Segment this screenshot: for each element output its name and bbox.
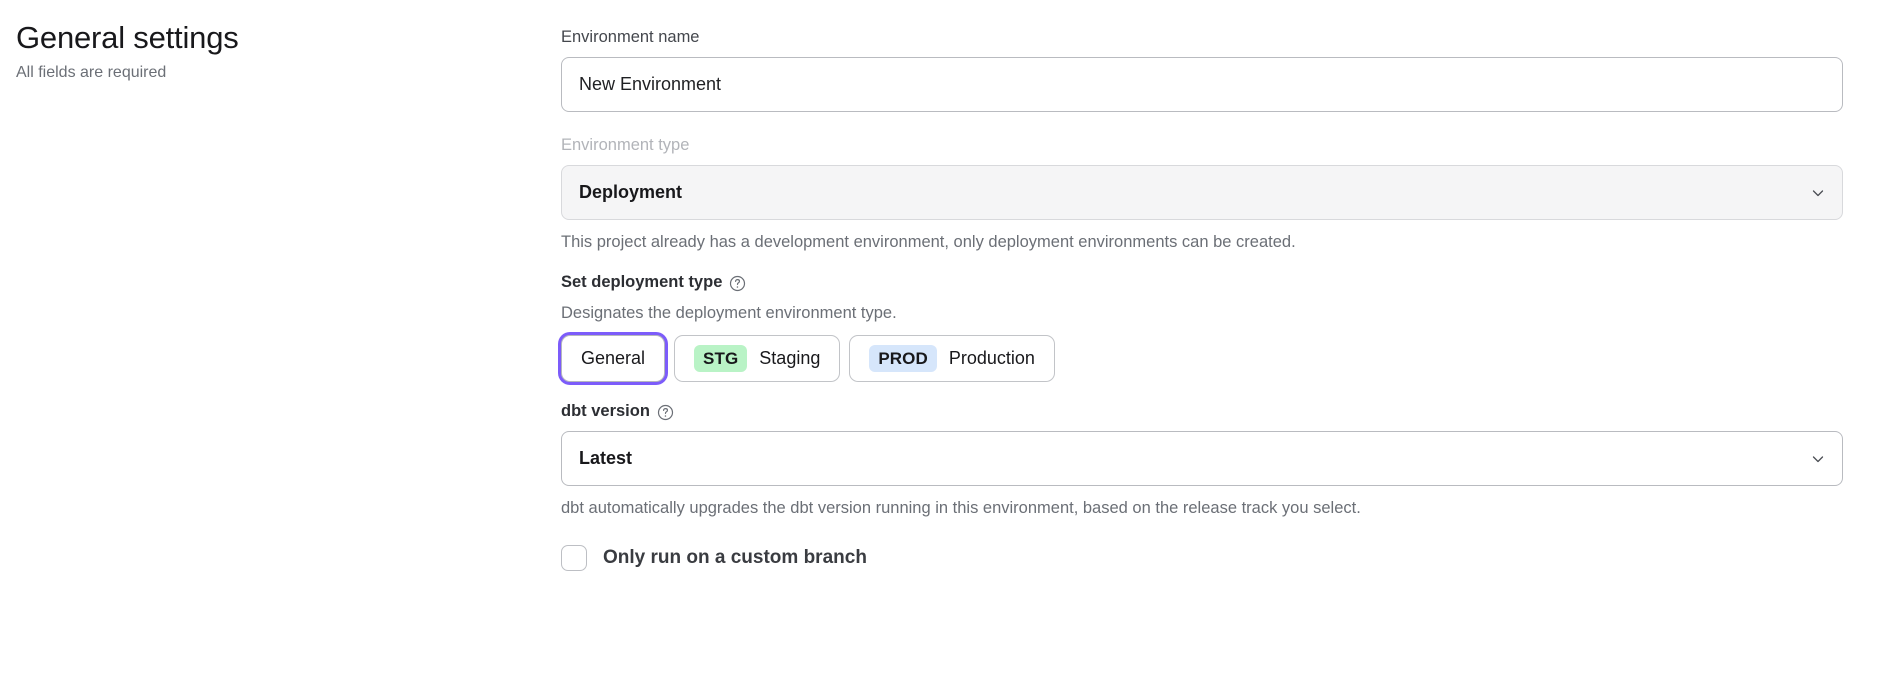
custom-branch-row[interactable]: Only run on a custom branch (561, 545, 1843, 571)
deployment-type-option-production[interactable]: PROD Production (849, 335, 1055, 382)
dbt-version-select[interactable]: Latest (561, 431, 1843, 486)
chevron-down-icon (1810, 451, 1826, 467)
settings-header: General settings All fields are required (16, 18, 516, 84)
dbt-version-value: Latest (579, 448, 633, 468)
field-environment-type: Environment type Deployment This project… (561, 134, 1843, 253)
field-environment-name: Environment name New Environment (561, 26, 1843, 112)
dbt-version-label: dbt version (561, 402, 650, 420)
custom-branch-label[interactable]: Only run on a custom branch (603, 547, 867, 568)
deployment-type-option-production-label: Production (948, 348, 1035, 368)
production-badge: PROD (869, 345, 937, 372)
deployment-type-option-general[interactable]: General (561, 335, 666, 382)
page-title: General settings (16, 20, 239, 55)
environment-type-label: Environment type (561, 136, 690, 154)
help-circle-icon[interactable] (657, 404, 674, 421)
deployment-type-label: Set deployment type (561, 273, 723, 291)
custom-branch-checkbox[interactable] (561, 545, 587, 571)
deployment-type-option-general-label: General (581, 348, 646, 368)
deployment-type-options: General STG Staging PROD Production (561, 335, 1843, 382)
environment-type-select[interactable]: Deployment (561, 165, 1843, 220)
deployment-type-option-staging-label: Staging (759, 348, 821, 368)
field-deployment-type: Set deployment type Designates the deplo… (561, 271, 1843, 382)
environment-name-label: Environment name (561, 28, 700, 46)
field-dbt-version: dbt version Latest dbt automatica (561, 400, 1843, 519)
staging-badge: STG (694, 345, 748, 372)
environment-type-helper-text: This project already has a development e… (561, 233, 1296, 251)
help-circle-icon[interactable] (729, 275, 746, 292)
deployment-type-option-staging[interactable]: STG Staging (674, 335, 841, 382)
chevron-down-icon (1810, 185, 1826, 201)
dbt-version-label-row: dbt version (561, 400, 1843, 422)
deployment-type-description: Designates the deployment environment ty… (561, 304, 897, 322)
page-subtitle: All fields are required (16, 64, 167, 81)
environment-type-value: Deployment (579, 182, 683, 202)
general-settings-form: Environment name New Environment Environ… (561, 26, 1843, 571)
environment-name-input[interactable]: New Environment (561, 57, 1843, 112)
deployment-type-label-row: Set deployment type (561, 271, 1843, 293)
dbt-version-helper-text: dbt automatically upgrades the dbt versi… (561, 499, 1361, 517)
